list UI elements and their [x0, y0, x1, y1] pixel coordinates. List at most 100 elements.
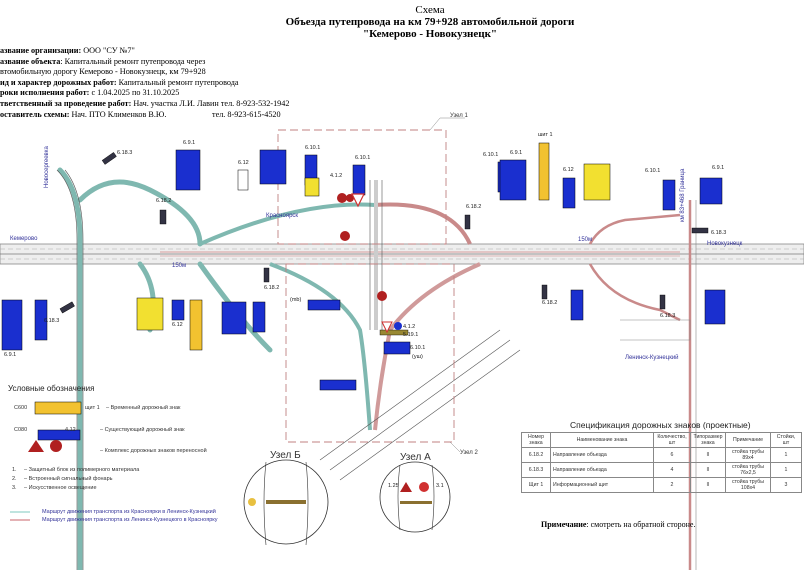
sign-code: 6.9.1	[712, 165, 725, 171]
sign-code: 6.12	[172, 322, 183, 328]
highway	[0, 243, 804, 265]
sign-code: 6.18.2	[466, 204, 482, 210]
legend-title: Условные обозначения	[8, 384, 95, 393]
node-2-label: Узел 2	[460, 450, 478, 456]
sign-code: 6.18.3	[711, 230, 727, 236]
sign-code: 6.18.2	[156, 198, 172, 204]
author-label: оставитель схемы:	[0, 109, 70, 119]
legend-item1-desc: – Временный дорожный знак	[106, 405, 181, 411]
note-text: : смотреть на обратной стороне.	[586, 520, 696, 529]
legend-n2-desc: – Встроенный сигнальный фонарь	[24, 476, 113, 482]
legend-item2-code: C080	[14, 427, 28, 433]
spec-table: Номер знака Наименование знака Количеств…	[521, 432, 802, 493]
object-label: азвание объекта	[0, 56, 61, 66]
spec-header: Наименование знака	[550, 432, 654, 448]
legend-n3-desc: – Искусственное освещение	[24, 485, 97, 491]
node-a-circle	[379, 461, 451, 533]
spec-cell: 6	[653, 447, 691, 463]
legend-route-2: Маршрут движения транспорта из Ленинск-К…	[42, 517, 218, 523]
legend-item2-label: 4.12	[65, 427, 76, 433]
sign-code: 6.9.1	[510, 150, 523, 156]
yield-sign	[351, 193, 365, 208]
title-line-1: Схема	[415, 4, 445, 16]
sign-code: 6.18.3	[660, 313, 676, 319]
node-1-label: Узел 1	[450, 113, 468, 119]
spec-header: Типоразмер знака	[690, 432, 726, 448]
node-a-left-code: 1.25	[388, 483, 399, 489]
spec-title: Спецификация дорожных знаков (проектные)	[570, 420, 751, 430]
label-kemerovo: Кемерово	[10, 236, 38, 242]
work-value: Капитальный ремонт путепровода	[116, 77, 239, 87]
label-novokuznetsk: Новокузнецк	[707, 241, 743, 247]
spec-cell: Щит 1	[521, 477, 551, 493]
sign-code: 6.9.1	[4, 352, 17, 358]
sign-code: 4.1.2	[330, 173, 343, 179]
node-2-frame	[285, 263, 455, 443]
spec-cell: стойка трубы 76х2,5	[725, 462, 771, 478]
spec-cell: 4	[653, 462, 691, 478]
sign-code: 6.12	[563, 167, 574, 173]
diagram-title: Схема Объезда путепровода на км 79+928 а…	[280, 4, 580, 40]
sign-code: 6.12	[238, 160, 249, 166]
legend-item1-code: C600	[14, 405, 28, 411]
sign-code: 5.19.1	[403, 332, 419, 338]
legend-route-1: Маршрут движения транспорта из Красноярк…	[42, 509, 216, 515]
spec-header-row: Номер знака Наименование знака Количеств…	[521, 432, 802, 448]
spec-header: Примечание	[725, 432, 771, 448]
sign-code: 6.18.2	[264, 285, 280, 291]
label-krasnoyarsk: Красноярск	[266, 213, 299, 219]
legend-item1-label: щит 1	[85, 405, 100, 411]
spec-header: Номер знака	[521, 432, 551, 448]
detour-signs	[59, 152, 709, 336]
spec-cell: Информационный щит	[550, 477, 654, 493]
right-interchange	[588, 200, 692, 570]
sign-code: 6.10.1	[483, 152, 499, 158]
sign-mark: (уш)	[412, 354, 423, 360]
label-leninsk: Ленинск-Кузнецкий	[625, 355, 679, 361]
spec-cell: II	[690, 462, 726, 478]
spec-cell: Направление объезда	[550, 462, 654, 478]
left-interchange	[57, 167, 273, 570]
sign-mark: (mb)	[290, 297, 302, 303]
sign-code: 4.1.2	[403, 324, 416, 330]
object-value-2: втомобильную дорогу Кемерово - Новокузне…	[0, 67, 206, 77]
sign-code: 6.10.1	[410, 345, 426, 351]
node-a-right-code: 3.1	[436, 483, 444, 489]
spec-cell: Направление объезда	[550, 447, 654, 463]
spec-cell: 3	[770, 477, 802, 493]
label-novosergeevka: Новосергеевка	[44, 146, 50, 188]
author-tel: тел. 8-923-615-4520	[212, 109, 281, 119]
spec-header: Количество, шт	[653, 432, 691, 448]
title-line-3: "Кемерово - Новокузнецк"	[362, 28, 498, 40]
object-value: : Капитальный ремонт путепровода через	[60, 56, 206, 66]
title-line-2: Объезда путепровода на км 79+928 автомоб…	[285, 16, 575, 28]
legend-n1-desc: – Защитный блок из полимерного материала	[24, 467, 140, 473]
sign-code: 6.18.2	[542, 300, 558, 306]
note: Примечание: смотреть на обратной стороне…	[541, 520, 695, 529]
org-label: азвание организации:	[0, 46, 82, 55]
spec-row: 6.18.3 Направление объезда 4 II стойка т…	[521, 462, 802, 478]
spec-cell: 6.18.2	[521, 447, 551, 463]
legend-item3-desc: – Комплекс дорожных знаков переносной	[100, 448, 207, 454]
legend-n3: 3.	[12, 485, 17, 491]
sign-code: 6.18.3	[117, 150, 133, 156]
spec-header: Стойки, шт	[770, 432, 802, 448]
legend-item2-desc: – Существующий дорожный знак	[100, 427, 185, 433]
blue-signs	[1, 149, 726, 441]
spec-cell: 1	[770, 462, 802, 478]
km-marker: км 83+468 Граница	[680, 168, 686, 222]
spec-cell: II	[690, 447, 726, 463]
work-label: ид и характер дорожных работ:	[0, 77, 117, 87]
node-1-frame	[277, 129, 447, 245]
author-value: Нач. ПТО Клименков В.Ю.	[69, 109, 167, 119]
legend-n1: 1.	[12, 467, 17, 473]
sign-code: 6.10.1	[355, 155, 371, 161]
spec-cell: стойка трубы 108х4	[725, 477, 771, 493]
node-b-title: Узел Б	[270, 450, 301, 461]
resp-value: Нач. участка Л.И. Лавин тел. 8-923-532-1…	[131, 98, 290, 108]
spec-cell: 2	[653, 477, 691, 493]
spec-cell: стойка трубы 89х4	[725, 447, 771, 463]
sign-code: 6.10.1	[305, 145, 321, 151]
sign-code: 6.18.3	[44, 318, 60, 324]
